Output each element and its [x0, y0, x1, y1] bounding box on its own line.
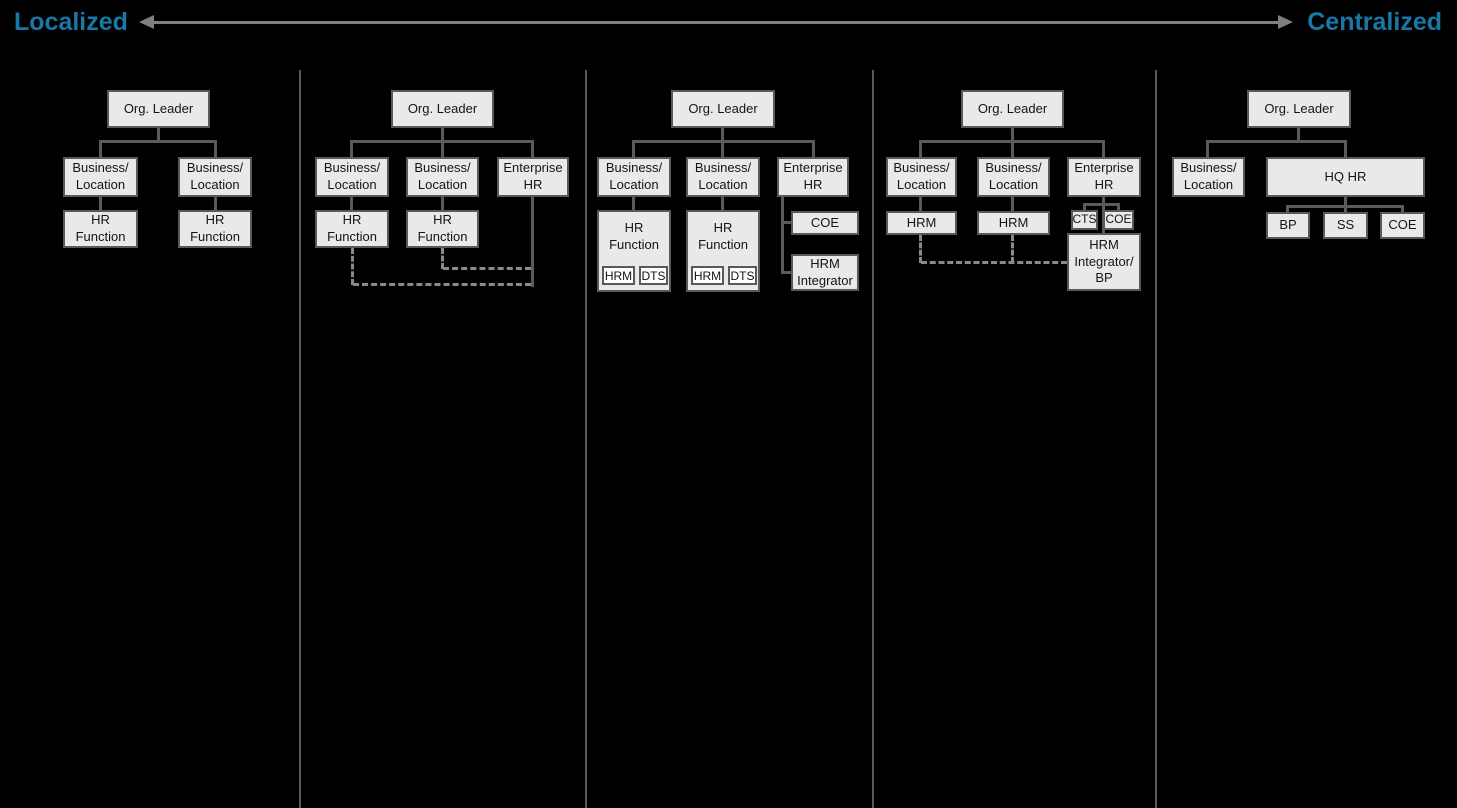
node-business-location: Business/ Location: [1172, 157, 1245, 197]
connector-line: [99, 197, 102, 210]
connector-line: [721, 197, 724, 210]
connector-line: [781, 271, 791, 274]
connector-dashed: [921, 261, 1067, 264]
node-hrm: HRM: [602, 266, 635, 285]
connector-line: [1297, 128, 1300, 142]
connector-line: [919, 197, 922, 211]
connector-line: [721, 128, 724, 142]
node-hr-function: HR Function: [406, 210, 479, 248]
connector-dashed: [443, 267, 531, 270]
connector-line: [1083, 203, 1120, 206]
connector-line: [812, 140, 815, 157]
connector-line: [1344, 197, 1347, 207]
node-cts: CTS: [1071, 210, 1098, 230]
column-divider: [299, 70, 301, 808]
node-hq-hr: HQ HR: [1266, 157, 1425, 197]
connector-line: [632, 140, 635, 157]
node-org-leader: Org. Leader: [1247, 90, 1351, 128]
node-org-leader: Org. Leader: [391, 90, 494, 128]
node-enterprise-hr: Enterprise HR: [497, 157, 569, 197]
connector-line: [441, 197, 444, 210]
connector-line: [157, 128, 160, 142]
connector-line: [99, 140, 102, 157]
node-hrm-integrator-bp: HRM Integrator/ BP: [1067, 233, 1141, 291]
node-dts: DTS: [639, 266, 668, 285]
connector-line: [1011, 140, 1014, 157]
connector-line: [350, 140, 353, 157]
connector-line: [99, 140, 217, 143]
arrow-left-head-icon: [139, 15, 154, 29]
node-business-location: Business/ Location: [178, 157, 252, 197]
axis-label-centralized: Centralized: [1307, 8, 1442, 36]
connector-line: [214, 197, 217, 210]
node-hr-function: HR Function HRM DTS: [686, 210, 760, 292]
node-coe: COE: [791, 211, 859, 235]
node-hr-function: HR Function: [315, 210, 389, 248]
node-org-leader: Org. Leader: [961, 90, 1064, 128]
node-hr-function: HR Function HRM DTS: [597, 210, 671, 292]
connector-line: [1286, 205, 1289, 212]
column-divider: [872, 70, 874, 808]
connector-dashed: [441, 248, 444, 269]
connector-line: [632, 197, 635, 210]
node-bp: BP: [1266, 212, 1310, 239]
spectrum-arrow: [150, 21, 1281, 24]
connector-line: [919, 140, 922, 157]
connector-line: [441, 128, 444, 142]
node-hrm-integrator: HRM Integrator: [791, 254, 859, 291]
node-enterprise-hr: Enterprise HR: [777, 157, 849, 197]
arrow-right-head-icon: [1278, 15, 1293, 29]
connector-dashed: [351, 248, 354, 285]
node-business-location: Business/ Location: [63, 157, 138, 197]
connector-dashed: [919, 235, 922, 263]
connector-line: [1083, 203, 1086, 210]
connector-line: [1102, 140, 1105, 157]
node-org-leader: Org. Leader: [671, 90, 775, 128]
node-business-location: Business/ Location: [886, 157, 957, 197]
connector-line: [1344, 140, 1347, 157]
connector-line: [1117, 203, 1120, 210]
connector-line: [441, 140, 444, 157]
node-hrm: HRM: [691, 266, 724, 285]
node-coe: COE: [1103, 210, 1134, 230]
hr-function-label: HR Function: [698, 220, 748, 252]
connector-line: [350, 197, 353, 210]
node-business-location: Business/ Location: [597, 157, 671, 197]
node-coe: COE: [1380, 212, 1425, 239]
hr-function-label: HR Function: [609, 220, 659, 252]
node-hr-function: HR Function: [178, 210, 252, 248]
column-divider: [585, 70, 587, 808]
connector-line: [1011, 128, 1014, 142]
connector-line: [1344, 205, 1347, 212]
connector-line: [721, 140, 724, 157]
node-business-location: Business/ Location: [406, 157, 479, 197]
connector-dashed: [353, 283, 531, 286]
node-business-location: Business/ Location: [315, 157, 389, 197]
column-divider: [1155, 70, 1157, 808]
node-org-leader: Org. Leader: [107, 90, 210, 128]
node-ss: SS: [1323, 212, 1368, 239]
node-business-location: Business/ Location: [977, 157, 1050, 197]
node-hr-function: HR Function: [63, 210, 138, 248]
node-business-location: Business/ Location: [686, 157, 760, 197]
connector-line: [214, 140, 217, 157]
connector-line: [531, 140, 534, 157]
axis-label-localized: Localized: [14, 8, 128, 36]
node-hrm: HRM: [977, 211, 1050, 235]
connector-line: [781, 197, 784, 274]
connector-line: [1011, 197, 1014, 211]
connector-line: [1206, 140, 1347, 143]
connector-line: [781, 221, 791, 224]
node-hrm: HRM: [886, 211, 957, 235]
node-dts: DTS: [728, 266, 757, 285]
connector-line: [1401, 205, 1404, 212]
connector-line: [1206, 140, 1209, 157]
node-enterprise-hr: Enterprise HR: [1067, 157, 1141, 197]
connector-dashed: [1011, 235, 1014, 263]
connector-line: [531, 197, 534, 287]
